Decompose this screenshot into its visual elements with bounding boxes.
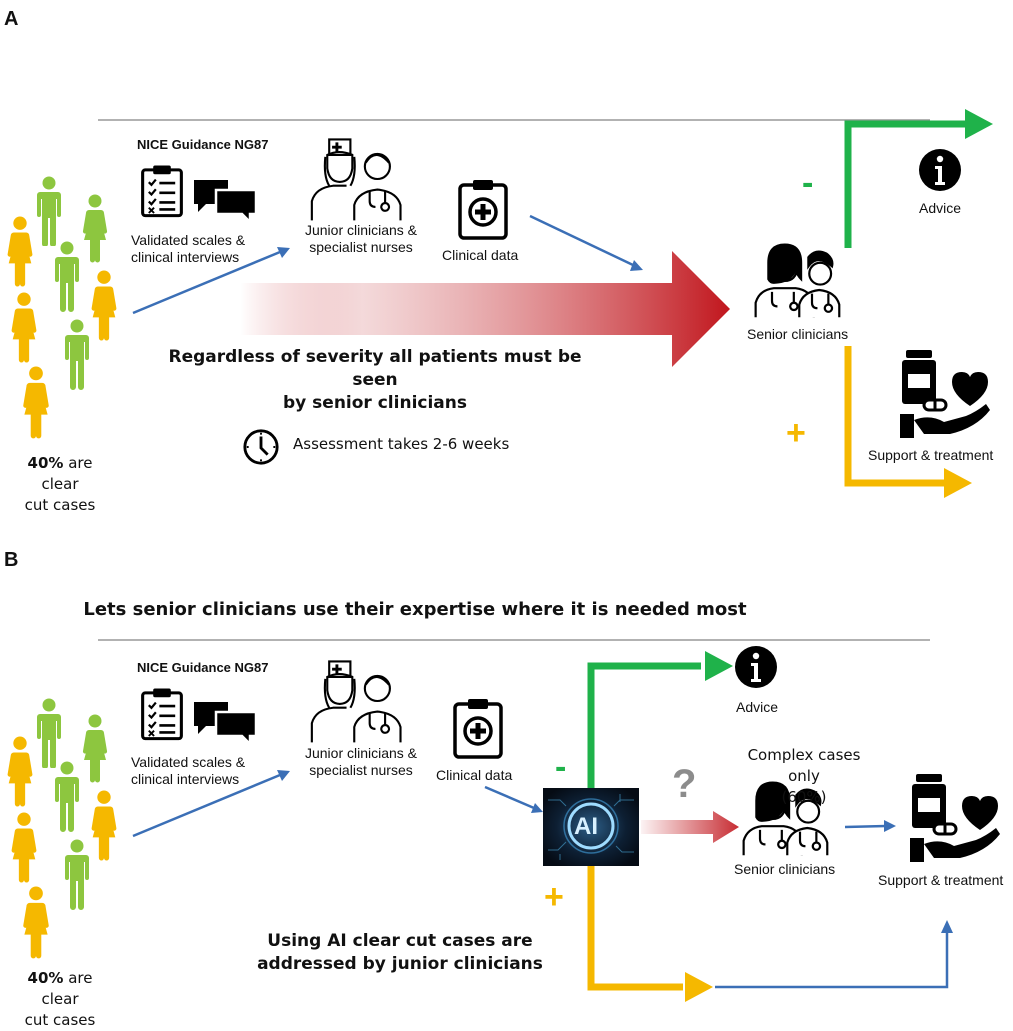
severity-statement-line-1: Regardless of severity all patients must… (168, 347, 582, 390)
using-ai-statement-line-2: addressed by junior clinicians (257, 954, 543, 974)
person-icon (91, 790, 117, 861)
senior-clinicians-label: Senior clinicians (747, 326, 849, 342)
person-icon (7, 736, 33, 807)
clinical-data-label: Clinical data (442, 247, 519, 263)
person-icon (65, 319, 89, 390)
junior-clinicians-label-line-1: Junior clinicians & (304, 745, 418, 761)
validated-scales-label-line-1: Validated scales & (131, 754, 246, 770)
plus-sign: + (544, 878, 564, 916)
severity-statement-line-2: by senior clinicians (283, 393, 467, 413)
person-icon (82, 194, 108, 263)
person-icon (37, 698, 61, 768)
clear-cut-cases-line-1: 40% are clear (10, 453, 110, 495)
panel-b-yellow-path (587, 866, 713, 1002)
validated-scales-label: Validated scales & clinical interviews (131, 754, 245, 788)
person-icon (91, 270, 117, 341)
severity-statement: Regardless of severity all patients must… (150, 346, 600, 415)
advice-label: Advice (736, 699, 779, 715)
minus-sign: - (555, 748, 567, 786)
red-arrow-to-senior (641, 811, 739, 843)
big-red-gradient-arrow (240, 251, 730, 367)
person-icon (23, 886, 49, 959)
diagram-canvas (7, 109, 1000, 1002)
panel-b-blue-arrow-to-ai (484, 785, 543, 813)
panel-a-people-group (7, 176, 117, 439)
complex-cases-label: Complex cases only (60%) (736, 745, 872, 808)
panel-b-headline: Lets senior clinicians use their experti… (83, 599, 747, 620)
person-icon (37, 176, 61, 246)
clear-cut-text-1: are clear (41, 969, 93, 1008)
support-treatment-label: Support & treatment (868, 447, 994, 463)
nice-guidance-title: NICE Guidance NG87 (137, 137, 269, 152)
panel-b-blue-arrow-to-support (844, 820, 896, 832)
using-ai-statement: Using AI clear cut cases are addressed b… (230, 930, 570, 976)
junior-clinicians-label-line-2: specialist nurses (309, 762, 413, 778)
ai-chip-icon (543, 788, 639, 866)
panel-letter-a: A (4, 8, 19, 30)
complex-cases-line-1: Complex cases only (747, 746, 861, 785)
clear-cut-cases-label: 40% are clear cut cases (10, 968, 110, 1031)
validated-scales-label-line-1: Validated scales & (131, 232, 246, 248)
medication-heart-hand-icon (908, 772, 1000, 862)
info-icon (735, 646, 777, 688)
clinical-data-label: Clinical data (436, 767, 513, 783)
speech-bubbles-icon (192, 700, 258, 744)
panel-a-yellow-path (844, 346, 972, 498)
clear-cut-cases-line-1: 40% are clear (10, 968, 110, 1010)
person-icon (11, 292, 37, 363)
senior-clinicians-icon (754, 243, 841, 319)
validated-scales-label-line-2: clinical interviews (131, 771, 240, 787)
person-icon (82, 714, 108, 783)
speech-bubbles-icon (192, 178, 258, 222)
advice-label: Advice (919, 200, 962, 216)
junior-clinicians-label-line-2: specialist nurses (309, 239, 413, 255)
person-icon (55, 761, 79, 832)
complex-cases-line-2: (60%) (781, 788, 827, 806)
nice-guidance-title: NICE Guidance NG87 (137, 660, 269, 675)
panel-letter-b: B (4, 549, 19, 571)
panel-b-people-group (7, 698, 117, 959)
validated-scales-label-line-2: clinical interviews (131, 249, 240, 265)
medication-heart-hand-icon (898, 348, 990, 438)
ai-label: AI (574, 813, 598, 840)
info-icon (919, 149, 961, 191)
junior-clinicians-label: Junior clinicians & specialist nurses (296, 745, 426, 779)
junior-clinicians-label-line-1: Junior clinicians & (304, 222, 418, 238)
person-icon (11, 812, 37, 883)
panel-a-blue-arrow-to-junior (132, 247, 290, 315)
support-treatment-label: Support & treatment (878, 872, 1004, 888)
panel-b-blue-arrow-to-junior (132, 770, 290, 838)
medical-clipboard-icon (460, 180, 506, 238)
clear-cut-cases-label: 40% are clear cut cases (10, 453, 110, 516)
assessment-duration-label: Assessment takes 2-6 weeks (293, 435, 510, 453)
person-icon (7, 216, 33, 287)
panel-b-green-path (587, 651, 733, 788)
clear-cut-text-1: are clear (41, 454, 93, 493)
clear-cut-cases-line-2: cut cases (24, 496, 96, 514)
question-mark: ? (672, 762, 697, 806)
medical-clipboard-icon (455, 699, 501, 757)
nurse-doctor-icon (310, 660, 402, 744)
using-ai-statement-line-1: Using AI clear cut cases are (267, 931, 533, 951)
minus-sign: - (802, 164, 814, 202)
junior-clinicians-label: Junior clinicians & specialist nurses (296, 222, 426, 256)
clock-icon (243, 429, 279, 465)
panel-a-blue-arrow-to-big-arrow (529, 214, 643, 271)
plus-sign: + (786, 414, 806, 452)
person-icon (23, 366, 49, 439)
person-icon (65, 839, 89, 910)
clear-cut-percent: 40% (27, 454, 64, 472)
panel-b-blue-return-path (715, 920, 953, 989)
clipboard-checklist-icon (140, 163, 184, 218)
nurse-doctor-icon (310, 138, 402, 222)
clipboard-checklist-icon (140, 686, 184, 741)
clear-cut-percent: 40% (27, 969, 64, 987)
validated-scales-label: Validated scales & clinical interviews (131, 232, 245, 266)
panel-a-green-path (844, 109, 993, 248)
person-icon (55, 241, 79, 312)
senior-clinicians-label: Senior clinicians (734, 861, 836, 877)
clear-cut-cases-line-2: cut cases (24, 1011, 96, 1029)
